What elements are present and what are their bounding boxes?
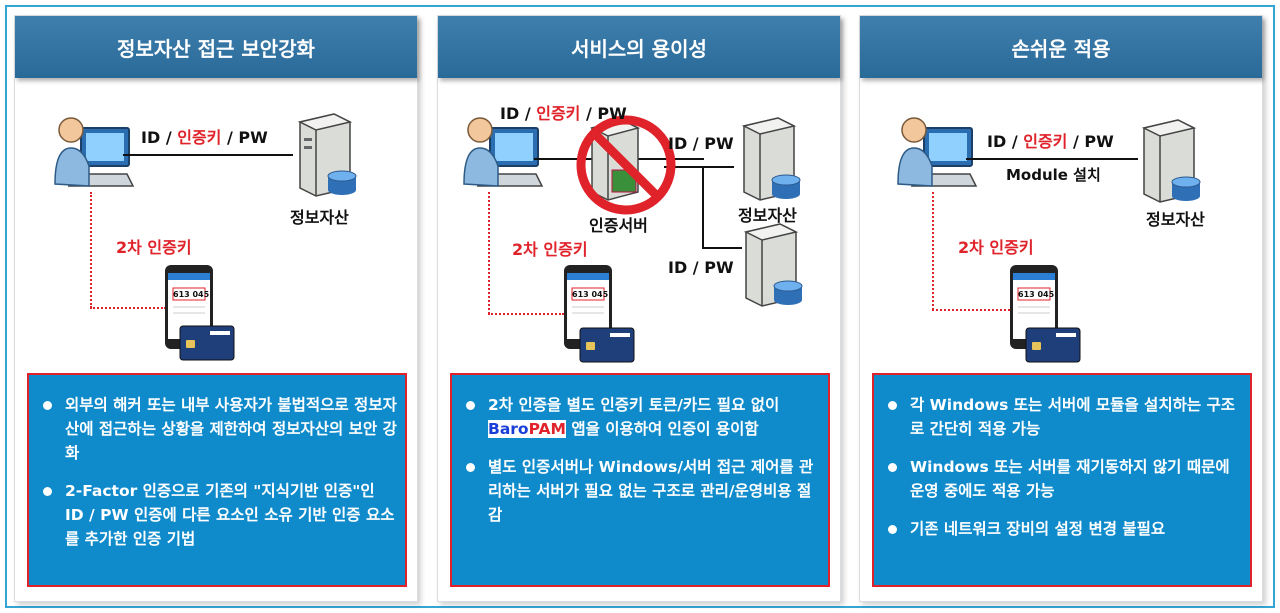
phone-otp-code: 613 045: [173, 290, 210, 299]
outer-frame: [5, 5, 1275, 608]
otp-link-line: [90, 307, 166, 309]
bullet-item: 외부의 해커 또는 내부 사용자가 불법적으로 정보자산에 접근하는 상황을 제…: [37, 393, 397, 465]
bullet-item: 기존 네트워크 장비의 설정 변경 불필요: [882, 517, 1242, 541]
user-computer-icon: [463, 117, 544, 187]
second-key-label: 2차 인증키: [512, 240, 588, 259]
slash-text: /: [524, 104, 531, 123]
otp-link-line: [932, 309, 1010, 311]
phone-otp-code: 613 045: [572, 290, 609, 299]
auth-key-text: 인증키: [1023, 132, 1068, 151]
connection-line: [702, 166, 704, 248]
slash-text: /: [165, 128, 172, 147]
prohibited-icon: [576, 115, 676, 215]
slash-text: /: [1011, 132, 1018, 151]
connection-line: [664, 166, 734, 168]
bullet-item: 2차 인증을 별도 인증키 토큰/카드 필요 없이 BaroPAM 앱을 이용하…: [460, 393, 820, 441]
bullet-text: 2차 인증을 별도 인증키 토큰/카드 필요 없이: [488, 396, 780, 414]
connection-line: [702, 247, 742, 249]
server-icon: [297, 113, 357, 197]
description-box: 2차 인증을 별도 인증키 토큰/카드 필요 없이 BaroPAM 앱을 이용하…: [450, 373, 830, 587]
asset-label: 정보자산: [738, 206, 797, 225]
pw-text: PW: [238, 128, 268, 147]
bullet-item: 각 Windows 또는 서버에 모듈을 설치하는 구조로 간단히 적용 가능: [882, 393, 1242, 441]
module-install-label: Module 설치: [1006, 166, 1101, 184]
otp-link-line: [488, 313, 564, 315]
id-text: ID: [987, 132, 1007, 151]
panel-easy-apply: 손쉬운 적용 ID / 인증키 / PW Module 설치 정보자산 2차 인…: [859, 15, 1263, 602]
server-icon: [741, 117, 801, 201]
id-text: ID: [500, 104, 520, 123]
security-card-icon: [179, 325, 235, 361]
user-computer-icon: [897, 117, 978, 187]
second-key-label: 2차 인증키: [958, 238, 1034, 257]
connection-line: [966, 158, 1138, 160]
id-pw-label: ID / PW: [668, 134, 734, 153]
auth-key-text: 인증키: [536, 104, 581, 123]
panel-title: 정보자산 접근 보안강화: [15, 16, 417, 78]
otp-link-line: [932, 192, 934, 310]
bullet-text: 앱을 이용하여 인증이 용이함: [565, 420, 759, 438]
panel-title: 손쉬운 적용: [860, 16, 1262, 78]
connection-line: [123, 154, 293, 156]
slash-text: /: [226, 128, 233, 147]
otp-link-line: [90, 192, 92, 308]
phone-otp-code: 613 045: [1018, 290, 1055, 299]
auth-key-text: 인증키: [177, 128, 222, 147]
id-pw-label: ID / 인증키 / PW: [500, 100, 627, 124]
panel-title: 서비스의 용이성: [438, 16, 840, 78]
security-card-icon: [1025, 327, 1081, 363]
brand-baro: Baro: [488, 420, 529, 438]
otp-link-line: [488, 192, 490, 314]
pw-text: PW: [1084, 132, 1114, 151]
panel-usability: 서비스의 용이성 ID / 인증키 / PW 인증서버 ID / PW ID /…: [437, 15, 841, 602]
id-pw-label: ID / 인증키 / PW: [141, 124, 268, 148]
server-icon: [743, 223, 803, 307]
second-key-label: 2차 인증키: [116, 238, 192, 257]
user-computer-icon: [54, 117, 135, 187]
asset-label: 정보자산: [1146, 210, 1205, 229]
panel-security: 정보자산 접근 보안강화 ID / 인증키 / PW 정보자산 2차 인증키: [14, 15, 418, 602]
bullet-item: 2-Factor 인증으로 기존의 "지식기반 인증"인 ID / PW 인증에…: [37, 479, 397, 551]
id-pw-label: ID / PW: [668, 258, 734, 277]
description-box: 각 Windows 또는 서버에 모듈을 설치하는 구조로 간단히 적용 가능 …: [872, 373, 1252, 587]
asset-label: 정보자산: [290, 208, 349, 227]
description-box: 외부의 해커 또는 내부 사용자가 불법적으로 정보자산에 접근하는 상황을 제…: [27, 373, 407, 587]
id-text: ID: [141, 128, 161, 147]
id-pw-label: ID / 인증키 / PW: [987, 128, 1114, 152]
brand-pam: PAM: [528, 420, 566, 438]
security-card-icon: [579, 327, 635, 363]
slash-text: /: [585, 104, 592, 123]
pw-text: PW: [597, 104, 627, 123]
bullet-item: 별도 인증서버나 Windows/서버 접근 제어를 관리하는 서버가 필요 없…: [460, 455, 820, 527]
slash-text: /: [1072, 132, 1079, 151]
bullet-item: Windows 또는 서버를 재기동하지 않기 때문에 운영 중에도 적용 가능: [882, 455, 1242, 503]
auth-server-label: 인증서버: [589, 216, 648, 235]
server-icon: [1141, 119, 1201, 203]
